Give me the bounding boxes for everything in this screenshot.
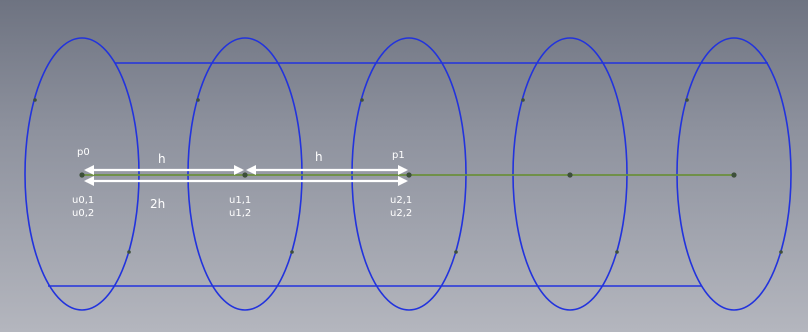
label-u02: u0,2 <box>72 208 94 219</box>
axis-node-2 <box>406 172 412 178</box>
label-p0: p0 <box>77 147 90 158</box>
axis-node-3 <box>567 172 573 178</box>
label-u01: u0,1 <box>72 195 94 206</box>
label-h-first: h <box>158 152 166 166</box>
label-u12: u1,2 <box>229 208 251 219</box>
cross-section-circle-3 <box>512 37 628 311</box>
axis-node-4 <box>731 172 737 178</box>
circle-vertices <box>33 98 783 254</box>
label-u22: u2,2 <box>390 208 412 219</box>
label-2h: 2h <box>150 197 165 211</box>
axis-node-0 <box>79 172 85 178</box>
cross-section-circle-4 <box>676 37 792 311</box>
label-u11: u1,1 <box>229 195 251 206</box>
label-u21: u2,1 <box>390 195 412 206</box>
label-p1: p1 <box>392 150 405 161</box>
axis-node-1 <box>242 172 248 178</box>
label-h-second: h <box>315 150 323 164</box>
